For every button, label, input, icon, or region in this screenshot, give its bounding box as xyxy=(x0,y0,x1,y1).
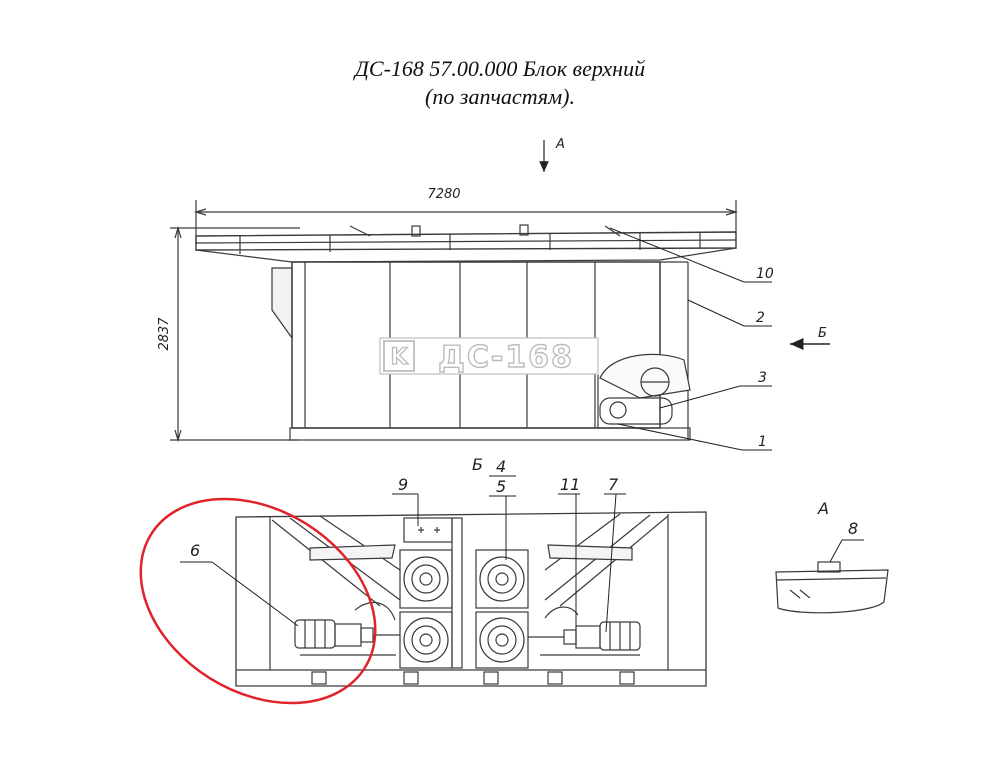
drawing-subtitle: (по запчастям). xyxy=(425,84,575,109)
callout-1: 1 xyxy=(758,434,767,450)
callout-7: 7 xyxy=(608,475,619,494)
callout-9: 9 xyxy=(398,475,408,494)
drawing-title: ДС-168 57.00.000 Блок верхний xyxy=(354,56,646,81)
callout-4: 4 xyxy=(496,457,506,476)
plan-view xyxy=(235,511,707,687)
leader-lines xyxy=(180,227,864,633)
svg-text:ДС-168: ДС-168 xyxy=(438,340,574,375)
height-dimension: 2837 xyxy=(157,317,172,351)
callout-11: 11 xyxy=(560,475,580,494)
detail-a-view xyxy=(775,561,889,614)
front-view xyxy=(170,140,739,443)
view-b-marker: Б xyxy=(818,326,827,341)
callout-5: 5 xyxy=(496,477,506,496)
callout-2: 2 xyxy=(756,310,765,326)
detail-a-label: А xyxy=(817,499,829,518)
callout-10: 10 xyxy=(756,266,774,282)
svg-text:K: K xyxy=(390,345,408,370)
length-dimension: 7280 xyxy=(427,187,460,202)
section-b-label: Б xyxy=(472,455,483,474)
view-a-marker: А xyxy=(555,137,565,152)
callout-6: 6 xyxy=(190,541,200,560)
brand-plate: K ДС-168 xyxy=(379,337,599,376)
highlight-ellipse xyxy=(139,497,377,705)
callout-3: 3 xyxy=(758,370,767,386)
callout-8: 8 xyxy=(848,519,858,538)
